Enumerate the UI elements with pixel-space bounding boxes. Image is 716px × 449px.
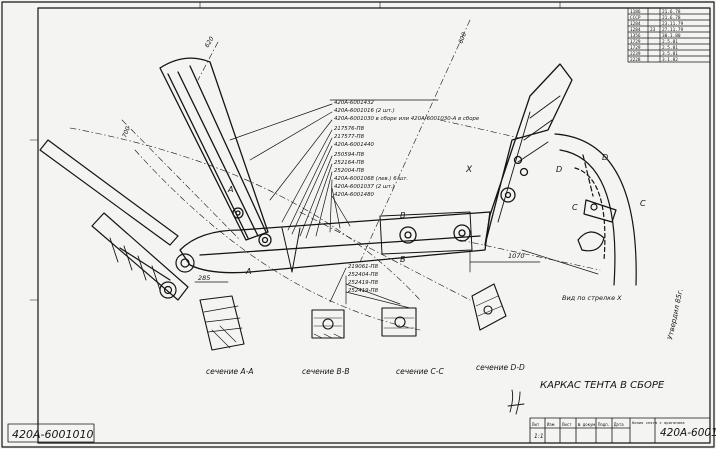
section-marker: В [400, 255, 406, 264]
dimension-lines [194, 249, 599, 283]
title-block-cell: № докум. [578, 422, 597, 427]
dimension-label: 700 [121, 125, 132, 138]
leader-top: 250594-П8 [334, 152, 365, 158]
title-block-cell: Изм [547, 422, 555, 427]
section-d-d [471, 283, 507, 331]
leader-top: 420А-6001016 (2 шт.) [334, 108, 395, 114]
revision-table: 1186 21.6.78 СССР 21.6.78 1284 23.11.79 … [630, 9, 684, 63]
approval-note: Утвердил 85г. [666, 288, 685, 341]
drawing-title: КАРКАС ТЕНТА В СБОРЕ [540, 380, 665, 391]
section-marker: D [602, 153, 608, 162]
leader-top: 420А-6001480 [334, 192, 375, 198]
revision-cell: 1284 [630, 27, 641, 33]
dimension-label: 285 [198, 274, 210, 282]
dimension-label: 600 [457, 31, 468, 44]
revision-grid [627, 7, 711, 63]
section-marker: А [227, 185, 233, 194]
frame-inner [37, 7, 711, 444]
title-block-sheet: 1:1 [534, 433, 544, 440]
revision-cell: 1729 [630, 39, 641, 45]
leaders-bottom [329, 267, 411, 309]
revision-cell: СССР [630, 15, 641, 21]
leader-top: 420А-6001432 [334, 100, 375, 106]
leader-top: 252164-П8 [334, 160, 365, 166]
section-marker: С [640, 199, 646, 208]
side-view-curve [554, 133, 637, 286]
right-upright [484, 63, 573, 246]
revision-cell: 1729 [630, 45, 641, 51]
frame-ticks [29, 1, 561, 301]
revision-cell: 2228 [630, 57, 641, 63]
leader-top: 217577-П8 [334, 134, 365, 140]
section-marker: С [572, 203, 578, 212]
leader-top: 252004-П8 [334, 168, 365, 174]
dimension-label: 1070 [508, 252, 525, 260]
main-member [179, 211, 491, 274]
left-arm [39, 139, 195, 301]
revision-cell: 21.6.78 [662, 9, 681, 15]
section-caption-c: сечение С-С [396, 367, 445, 376]
title-block-note: Копия снята с оригинала [632, 420, 685, 425]
leader-top: 420А-6001440 [334, 142, 375, 148]
revision-cell: 1356 [630, 33, 641, 39]
drawing-number: 420A-6001010 [12, 428, 93, 441]
view-arrow-marker: X [465, 165, 473, 175]
section-b-b [311, 309, 345, 339]
section-marker: В [400, 211, 406, 220]
revision-cell: 3.1.82 [662, 57, 678, 63]
revision-cell: 2.5.81 [662, 45, 678, 51]
revision-cell: 21.6.78 [662, 15, 681, 21]
revision-cell: 3.5.81 [662, 51, 678, 57]
leader-top: 217576-П8 [334, 126, 365, 132]
leader-bottom: 219061-П8 [348, 264, 379, 270]
leader-bottom: 252404-П8 [348, 272, 379, 278]
title-block-cell: Дата [614, 422, 624, 427]
dimension-label: 620 [204, 35, 216, 49]
leader-top: 420А-6001037 (2 шт.) [334, 184, 395, 190]
revision-cell: 23.11.79 [662, 21, 684, 27]
section-caption-d: сечение D-D [476, 363, 525, 372]
revision-cell: 1186 [630, 9, 641, 15]
title-block-cell: Лит [532, 422, 540, 427]
title-block-grid [7, 417, 711, 444]
view-label: Вид по стрелке X [562, 294, 622, 302]
section-caption-b: сечение В-В [302, 367, 350, 376]
leader-bottom: 252419-П8 [348, 288, 379, 294]
leaders-top [229, 99, 439, 239]
leader-bottom: 252419-П8 [348, 280, 379, 286]
section-c-c [381, 307, 417, 337]
leader-top: 420А-6001030 в сборе или 420А-6001030-А … [334, 116, 480, 122]
drawing-number-titleblock: 420A-6001010 [660, 427, 716, 439]
revision-cell: 27.11.79 [662, 27, 684, 33]
signature [507, 389, 525, 415]
revision-cell: 30.1.80 [662, 33, 681, 39]
tall-post [159, 57, 269, 241]
section-marker: D [556, 165, 562, 174]
revision-cell: 2.5.81 [662, 39, 678, 45]
construction-lines [69, 19, 601, 331]
text-layer: 420A-6001010 420A-6001010 КАРКАС ТЕНТА В… [12, 9, 716, 441]
leader-top: 420А-6001068 (лев.) 6 шт. [334, 176, 408, 182]
section-caption-a: сечение А-А [206, 367, 254, 376]
revision-cell: 2239 [630, 51, 641, 57]
section-marker: А [245, 267, 251, 276]
title-block-cell: Подп. [598, 422, 610, 427]
title-block: Лит Изм Лист № докум. Подп. Дата 1:1 Коп… [532, 420, 685, 440]
revision-cell: 1284 [630, 21, 641, 27]
title-block-cell: Лист [562, 422, 572, 427]
section-a-a [199, 295, 245, 351]
revision-cell: 23 [650, 27, 656, 33]
